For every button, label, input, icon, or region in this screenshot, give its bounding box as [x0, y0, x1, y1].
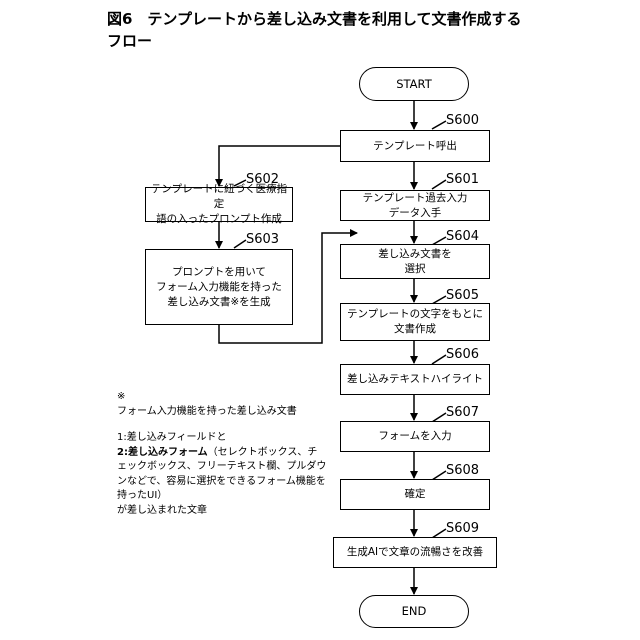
label-s602: S602 — [246, 173, 279, 187]
label-s603: S603 — [246, 233, 279, 247]
step-s606: 差し込みテキストハイライト — [340, 364, 490, 395]
footnote-item-2-label: 2:差し込みフォーム — [117, 447, 208, 458]
footnote-mark: ※ — [117, 390, 327, 405]
footnote-item-2: 2:差し込みフォーム（セレクトボックス、チェックボックス、フリーテキスト欄、プル… — [117, 446, 327, 504]
label-s608: S608 — [446, 464, 479, 478]
label-s605: S605 — [446, 289, 479, 303]
step-s604: 差し込み文書を 選択 — [340, 244, 490, 279]
end-terminal: END — [359, 595, 469, 628]
footnote-footer: が差し込まれた文章 — [117, 504, 327, 519]
footnote-heading: フォーム入力機能を持った差し込み文書 — [117, 405, 327, 420]
label-s609: S609 — [446, 522, 479, 536]
step-s603: プロンプトを用いて フォーム入力機能を持った 差し込み文書※を生成 — [145, 249, 293, 325]
step-s600: テンプレート呼出 — [340, 130, 490, 162]
step-s601: テンプレート過去入力 データ入手 — [340, 190, 490, 221]
footnote: ※ フォーム入力機能を持った差し込み文書 1:差し込みフィールドと 2:差し込み… — [117, 390, 327, 518]
footnote-item-1: 1:差し込みフィールドと — [117, 431, 327, 446]
label-s601: S601 — [446, 173, 479, 187]
start-terminal: START — [359, 67, 469, 101]
step-s609: 生成AIで文章の流暢さを改善 — [333, 537, 497, 568]
step-s607: フォームを入力 — [340, 421, 490, 452]
label-s606: S606 — [446, 348, 479, 362]
arrow-s600-s602 — [219, 146, 340, 186]
step-s602: テンプレートに紐づく医療指定 語の入ったプロンプト作成 — [145, 187, 293, 222]
step-s608: 確定 — [340, 479, 490, 510]
step-s605: テンプレートの文字をもとに 文書作成 — [340, 303, 490, 341]
label-s600: S600 — [446, 114, 479, 128]
label-s607: S607 — [446, 406, 479, 420]
label-s604: S604 — [446, 230, 479, 244]
